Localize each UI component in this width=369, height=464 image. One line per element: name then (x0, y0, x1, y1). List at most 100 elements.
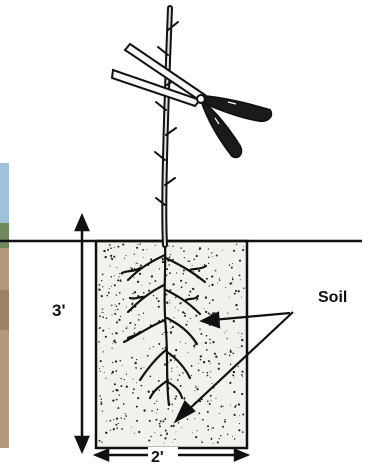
soil-speck (143, 292, 145, 294)
soil-speck (134, 277, 135, 278)
soil-speck (211, 439, 212, 440)
soil-speck (101, 441, 102, 442)
width-label: 2' (151, 449, 164, 464)
soil-speck (198, 363, 199, 364)
soil-speck (111, 305, 113, 307)
soil-speck (242, 376, 243, 377)
soil-speck (118, 423, 119, 424)
soil-speck (121, 378, 122, 379)
soil-speck (195, 436, 197, 438)
soil-speck (187, 261, 188, 262)
soil-speck (174, 317, 175, 318)
soil-speck (117, 309, 119, 311)
soil-speck (100, 403, 102, 405)
soil-speck (233, 391, 235, 393)
soil-speck (180, 341, 181, 342)
soil-speck (134, 433, 135, 434)
soil-speck (195, 315, 197, 317)
soil-speck (170, 359, 172, 361)
soil-speck (197, 430, 198, 431)
soil-speck (159, 389, 160, 390)
soil-speck (234, 293, 236, 295)
soil-speck (241, 371, 243, 373)
soil-speck (156, 401, 157, 402)
soil-speck (229, 355, 231, 357)
soil-speck (160, 420, 162, 422)
soil-speck (209, 403, 211, 405)
soil-speck (239, 423, 240, 424)
soil-speck (184, 398, 185, 399)
soil-speck (150, 375, 152, 377)
soil-speck (134, 324, 136, 326)
soil-speck (220, 435, 221, 436)
soil-speck (101, 312, 102, 313)
soil-speck (124, 379, 125, 380)
soil-speck (134, 291, 136, 293)
soil-speck (169, 362, 170, 363)
soil-speck (199, 249, 201, 251)
soil-speck (233, 371, 235, 373)
soil-speck (105, 336, 107, 338)
soil-speck (132, 293, 133, 294)
soil-speck (133, 388, 135, 390)
soil-speck (219, 413, 220, 414)
soil-speck (102, 316, 104, 318)
soil-speck (101, 280, 102, 281)
soil-speck (139, 273, 141, 275)
soil-speck (232, 279, 234, 281)
soil-speck (196, 255, 198, 257)
soil-speck (158, 343, 160, 345)
soil-speck (169, 257, 170, 258)
soil-speck (193, 345, 195, 347)
soil-speck (111, 286, 112, 287)
soil-speck (129, 322, 131, 324)
soil-speck (211, 400, 212, 401)
soil-speck (175, 297, 177, 299)
soil-speck (126, 386, 128, 388)
soil-speck (117, 246, 119, 248)
soil-speck (150, 258, 152, 260)
soil-speck (188, 352, 189, 353)
soil-speck (192, 432, 193, 433)
soil-speck (176, 272, 177, 273)
soil-speck (117, 407, 119, 409)
soil-speck (171, 371, 172, 372)
soil-speck (116, 321, 118, 323)
soil-speck (164, 418, 166, 420)
soil-speck (110, 420, 112, 422)
soil-speck (230, 405, 231, 406)
soil-speck (211, 428, 212, 429)
soil-speck (209, 285, 210, 286)
depth-label: 3' (52, 301, 66, 320)
soil-speck (140, 368, 142, 370)
soil-speck (207, 425, 209, 427)
soil-speck (205, 311, 207, 313)
soil-speck (125, 255, 126, 256)
soil-speck (210, 395, 212, 397)
soil-speck (183, 250, 185, 252)
soil-speck (180, 280, 182, 282)
soil-speck (181, 427, 182, 428)
soil-speck (222, 426, 224, 428)
soil-speck (182, 372, 183, 373)
soil-speck (171, 368, 172, 369)
soil-speck (169, 303, 170, 304)
soil-speck (194, 418, 195, 419)
soil-speck (136, 368, 137, 369)
soil-speck (112, 343, 113, 344)
soil-speck (206, 335, 208, 337)
soil-speck (172, 425, 174, 427)
soil-speck (219, 438, 220, 439)
soil-speck (216, 255, 218, 257)
soil-speck (231, 282, 232, 283)
soil-speck (229, 297, 230, 298)
soil-speck (192, 265, 193, 266)
soil-speck (208, 429, 210, 431)
soil-speck (115, 424, 117, 426)
soil-speck (126, 374, 127, 375)
soil-speck (153, 295, 154, 296)
soil-speck (240, 279, 241, 280)
soil-speck (134, 268, 135, 269)
soil-speck (238, 347, 239, 348)
soil-speck (137, 244, 138, 245)
